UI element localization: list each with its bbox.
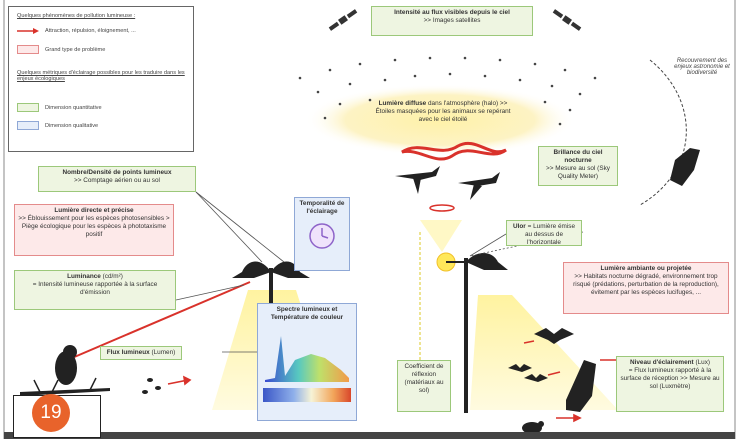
illuminance-box: Niveau d'éclairement (Lux) = Flux lumine… bbox=[616, 356, 724, 412]
luminance-box: Luminance (cd/m²) = Intensité lumineuse … bbox=[14, 270, 176, 310]
ambient-light-title: Lumière ambiante ou projetée bbox=[600, 265, 692, 272]
overlap-note: Recouvrement des enjeux astronomie et bi… bbox=[674, 58, 730, 76]
ulor-body: = Lumière émise au dessus de l'horizonta… bbox=[524, 223, 575, 246]
insect-attraction-path bbox=[401, 141, 507, 161]
satellite-flux-body: >> Images satellites bbox=[423, 17, 481, 24]
light-density-title: Nombre/Densité de points lumineux bbox=[62, 169, 172, 176]
luminance-label: Luminance bbox=[67, 273, 101, 280]
luminance-unit: (cd/m²) bbox=[102, 273, 123, 280]
ambient-light-box: Lumière ambiante ou projetée >> Habitats… bbox=[563, 262, 729, 314]
mouse-icon bbox=[522, 421, 544, 434]
ulor-box: Ulor = Lumière émise au dessus de l'hori… bbox=[506, 220, 582, 246]
insect-circle-path bbox=[429, 204, 455, 212]
luminous-flux-box: Flux lumineux (Lumen) bbox=[100, 346, 182, 360]
bird-right-icon bbox=[566, 360, 596, 412]
right-street-lamp bbox=[436, 252, 508, 413]
red-arrow-icon bbox=[17, 28, 39, 34]
luminance-title: Luminance (cd/m²) bbox=[18, 273, 172, 281]
satellite-left-icon bbox=[328, 9, 358, 31]
spectrum-title: Spectre lumineux et Température de coule… bbox=[270, 306, 344, 321]
ulor-title: Ulor bbox=[513, 223, 526, 230]
light-density-box: Nombre/Densité de points lumineux >> Com… bbox=[38, 166, 196, 192]
satellite-flux-title: Intensité au flux visibles depuis le cie… bbox=[394, 9, 510, 16]
illuminance-title: Niveau d'éclairement (Lux) bbox=[620, 359, 720, 367]
bats-icon bbox=[508, 328, 574, 382]
legend-problem-label: Grand type de problème bbox=[45, 46, 106, 53]
sky-brightness-body: >> Mesure au sol (Sky Quality Meter) bbox=[546, 165, 610, 180]
blue-swatch bbox=[17, 121, 39, 130]
spectrum-chart-icon bbox=[263, 336, 351, 402]
ambient-light-body: >> Habitats nocturne dégradé, environnem… bbox=[573, 273, 719, 296]
sky-halo bbox=[305, 84, 575, 156]
reflection-box: Coefficient de réflexion (matériaux au s… bbox=[397, 360, 451, 412]
temporality-box: Temporalité de l'éclairage bbox=[294, 197, 350, 271]
clock-icon bbox=[309, 223, 335, 249]
green-swatch bbox=[17, 103, 39, 112]
diffuse-light-body: dans l'atmosphère (halo) >> Étoiles masq… bbox=[375, 100, 511, 123]
luminous-flux-unit: (Lumen) bbox=[151, 349, 176, 356]
figure-number-badge: 19 bbox=[32, 394, 70, 432]
legend-row-problem: Grand type de problème bbox=[17, 45, 105, 54]
light-density-body: >> Comptage aérien ou au sol bbox=[74, 177, 160, 184]
illuminance-body: = Flux lumineux rapporté à la surface de… bbox=[620, 367, 720, 390]
sky-brightness-box: Brillance du ciel nocturne >> Mesure au … bbox=[538, 146, 618, 186]
ulor-cone bbox=[420, 220, 462, 252]
legend-arrow-label: Attraction, répulsion, éloignement, ... bbox=[45, 28, 136, 34]
direct-light-title: Lumière directe et précise bbox=[54, 207, 134, 214]
diffuse-light-title: Lumière diffuse bbox=[378, 100, 427, 107]
legend-row-arrow: Attraction, répulsion, éloignement, ... bbox=[17, 28, 136, 34]
legend-qualitative-label: Dimension qualitative bbox=[45, 122, 99, 129]
satellite-right-icon bbox=[552, 9, 582, 31]
satellite-flux-box: Intensité au flux visibles depuis le cie… bbox=[371, 6, 533, 36]
birds-icon bbox=[395, 166, 500, 200]
stars bbox=[298, 56, 597, 126]
luminous-flux-title: Flux lumineux bbox=[106, 349, 150, 356]
legend-panel: Quelques phénomènes de pollution lumineu… bbox=[8, 6, 194, 152]
sky-brightness-title: Brillance du ciel nocturne bbox=[553, 149, 603, 164]
legend-row-qualitative: Dimension qualitative bbox=[17, 121, 98, 130]
glare-ray bbox=[71, 281, 251, 359]
luminance-body: = Intensité lumineuse rapportée à la sur… bbox=[32, 281, 158, 296]
legend-heading-impacts: Quelques phénomènes de pollution lumineu… bbox=[17, 13, 136, 19]
illuminance-unit: (Lux) bbox=[695, 359, 711, 366]
insects-icon bbox=[142, 378, 161, 394]
legend-quantitative-label: Dimension quantitative bbox=[45, 104, 102, 111]
diffuse-light-box: Lumière diffuse dans l'atmosphère (halo)… bbox=[368, 98, 518, 134]
reflection-title: Coefficient de réflexion (matériaux au s… bbox=[404, 363, 444, 394]
illuminance-label: Niveau d'éclairement bbox=[629, 359, 694, 366]
legend-heading-metrics: Quelques métriques d'éclairage possibles… bbox=[17, 70, 185, 82]
legend-row-quantitative: Dimension quantitative bbox=[17, 103, 102, 112]
nightjar-icon bbox=[670, 148, 700, 186]
spectrum-box: Spectre lumineux et Température de coule… bbox=[257, 303, 357, 421]
direct-light-box: Lumière directe et précise >> Éblouissem… bbox=[14, 204, 174, 256]
pink-swatch bbox=[17, 45, 39, 54]
ground bbox=[4, 432, 735, 439]
temporality-title: Temporalité de l'éclairage bbox=[299, 200, 345, 215]
overlap-arc bbox=[639, 59, 687, 206]
direct-light-body: >> Éblouissement pour les espèces photos… bbox=[18, 215, 170, 238]
owl-icon bbox=[20, 345, 110, 396]
